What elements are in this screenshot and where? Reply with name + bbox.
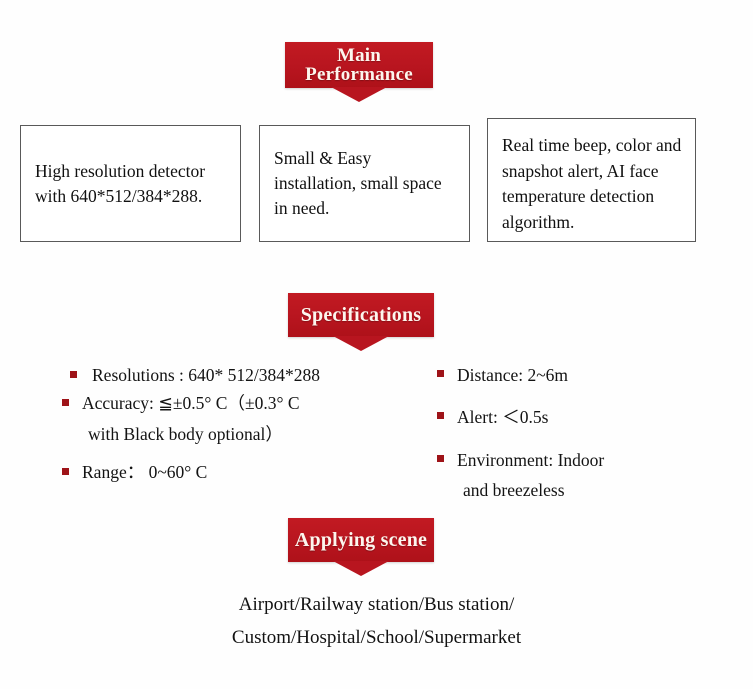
banner-applying-scene-label: Applying scene bbox=[294, 529, 428, 551]
applying-scene-text: Airport/Railway station/Bus station/ Cus… bbox=[0, 588, 753, 655]
specifications-left-column: Resolutions : 640* 512/384*288 Accuracy:… bbox=[62, 362, 422, 487]
spec-item-resolutions: Resolutions : 640* 512/384*288 bbox=[62, 362, 422, 388]
spec-item-environment-text: Environment: Indoor bbox=[457, 449, 605, 470]
feature-box-installation-text: Small & Easy installation, small space i… bbox=[274, 148, 442, 218]
bullet-square-icon bbox=[437, 412, 444, 420]
banner-specifications-label: Specifications bbox=[300, 304, 422, 326]
banner-applying-scene: Applying scene bbox=[288, 518, 434, 562]
spec-item-alert: Alert: ＜0.5s bbox=[437, 404, 727, 430]
banner-specifications: Specifications bbox=[288, 293, 434, 337]
spec-item-alert-text: Alert: ＜0.5s bbox=[457, 407, 549, 428]
spec-item-environment: Environment: Indoor and breezeless bbox=[437, 447, 727, 504]
spec-item-range-text: Range： 0~60° C bbox=[82, 461, 208, 482]
spec-item-accuracy-text: Accuracy: ≦±0.5° C（±0.3° C bbox=[82, 393, 300, 414]
spec-item-accuracy-subtext: with Black body optional） bbox=[88, 423, 283, 444]
bullet-square-icon bbox=[437, 370, 444, 377]
feature-box-resolution-text: High resolution detector with 640*512/38… bbox=[35, 160, 206, 206]
applying-scene-line-1: Airport/Railway station/Bus station/ bbox=[238, 594, 515, 615]
banner-main-performance: Main Performance bbox=[285, 42, 433, 88]
spec-item-range: Range： 0~60° C bbox=[62, 459, 422, 485]
feature-box-alert-algorithm: Real time beep, color and snapshot alert… bbox=[487, 118, 696, 242]
spec-item-distance: Distance: 2~6m bbox=[437, 362, 727, 388]
bullet-square-icon bbox=[62, 467, 69, 475]
feature-box-alert-algorithm-text: Real time beep, color and snapshot alert… bbox=[502, 135, 682, 232]
spec-item-distance-text: Distance: 2~6m bbox=[457, 365, 569, 385]
bullet-square-icon bbox=[437, 454, 444, 462]
bullet-square-icon bbox=[62, 399, 69, 407]
applying-scene-line-2: Custom/Hospital/School/Supermarket bbox=[231, 627, 522, 649]
spec-item-environment-subtext: and breezeless bbox=[463, 479, 565, 500]
spec-item-resolutions-text: Resolutions : 640* 512/384*288 bbox=[92, 365, 320, 385]
bullet-square-icon bbox=[70, 371, 77, 378]
specifications-right-column: Distance: 2~6m Alert: ＜0.5s Environment:… bbox=[437, 362, 727, 519]
feature-box-installation: Small & Easy installation, small space i… bbox=[259, 125, 470, 242]
feature-box-resolution: High resolution detector with 640*512/38… bbox=[20, 125, 241, 242]
spec-item-accuracy: Accuracy: ≦±0.5° C（±0.3° C with Black bo… bbox=[62, 390, 422, 447]
banner-main-performance-label: Main Performance bbox=[305, 45, 413, 85]
